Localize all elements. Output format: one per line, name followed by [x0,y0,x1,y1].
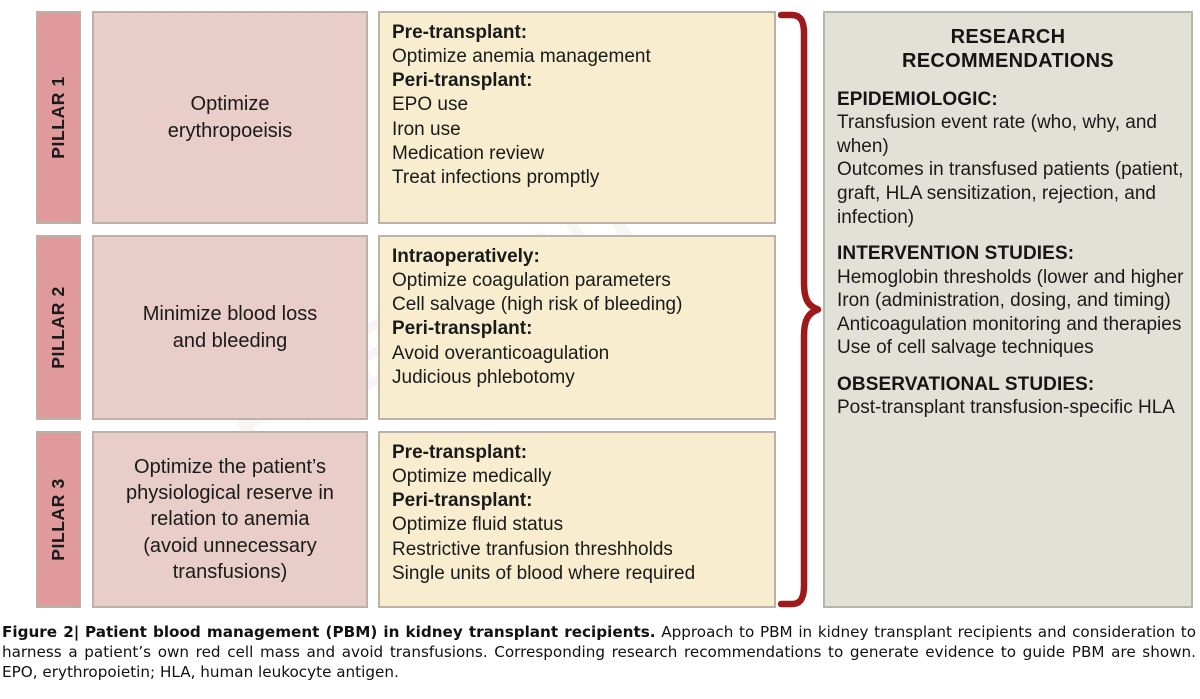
action-item: EPO use [392,94,469,116]
action-head: Peri-transplant: [392,70,533,92]
pillar-tab-label-2: PILLAR 2 [48,286,68,369]
research-section-intervention-studies: INTERVENTION STUDIES: Hemoglobin thresho… [837,242,1188,360]
pillar-tab-label-3: PILLAR 3 [48,478,68,561]
research-section-epidemiologic: EPIDEMIOLOGIC: Transfusion event rate (w… [837,88,1188,229]
action-item: Cell salvage (high risk of bleeding) [392,294,683,316]
action-item: Medication review [392,142,545,164]
research-section-head: EPIDEMIOLOGIC: [837,88,998,110]
figure-caption-body: Approach to PBM in kidney transplant rec… [2,623,1197,682]
research-section-item: Outcomes in transfused patients (patient… [837,159,1184,228]
research-section-item: Transfusion event rate (who, why, and wh… [837,112,1157,157]
curly-brace [777,11,822,608]
action-item: Restrictive tranfusion threshholds [392,538,673,560]
action-item: Single units of blood where required [392,562,696,584]
research-section-item: Post-transplant transfusion-specific HLA [837,397,1175,419]
action-item: Optimize fluid status [392,514,564,536]
pillar-tab-label-1: PILLAR 1 [48,76,68,159]
action-item: Treat infections promptly [392,166,600,188]
pillar-tab-2: PILLAR 2 [36,235,81,420]
research-section-item: Hemoglobin thresholds (lower and higher [837,266,1184,288]
action-head: Pre-transplant: [392,22,528,43]
pillar-tab-3: PILLAR 3 [36,431,81,608]
figure-caption-title: Patient blood management (PBM) in kidney… [85,623,656,641]
research-section-item: Use of cell salvage techniques [837,337,1094,359]
research-section-item: Anticoagulation monitoring and therapies [837,313,1182,335]
action-item: Avoid overanticoagulation [392,342,610,364]
research-section-head: OBSERVATIONAL STUDIES: [837,373,1095,395]
research-section-observational-studies: OBSERVATIONAL STUDIES: Post-transplant t… [837,373,1188,420]
pillar-actions-3: Pre-transplant: Optimize medically Peri-… [378,431,776,608]
pillar-actions-2: Intraoperatively: Optimize coagulation p… [378,235,776,420]
curly-brace-icon [777,11,822,608]
pillar-actions-1: Pre-transplant: Optimize anemia manageme… [378,11,776,224]
figure-caption-separator: | [73,623,80,641]
research-section-item: Iron (administration, dosing, and timing… [837,290,1171,312]
action-head: Intraoperatively: [392,246,540,267]
figure-caption-label: Figure 2 [2,623,74,641]
pillar-tab-1: PILLAR 1 [36,11,81,224]
action-item: Optimize coagulation parameters [392,270,671,292]
figure-caption: Figure 2| Patient blood management (PBM)… [0,622,1200,683]
action-item: Judicious phlebotomy [392,366,575,388]
action-head: Pre-transplant: [392,442,528,463]
action-item: Iron use [392,118,461,140]
action-head: Peri-transplant: [392,318,533,340]
action-item: Optimize anemia management [392,46,651,68]
action-head: Peri-transplant: [392,490,533,512]
research-section-head: INTERVENTION STUDIES: [837,243,1075,265]
action-item: Optimize medically [392,466,552,488]
